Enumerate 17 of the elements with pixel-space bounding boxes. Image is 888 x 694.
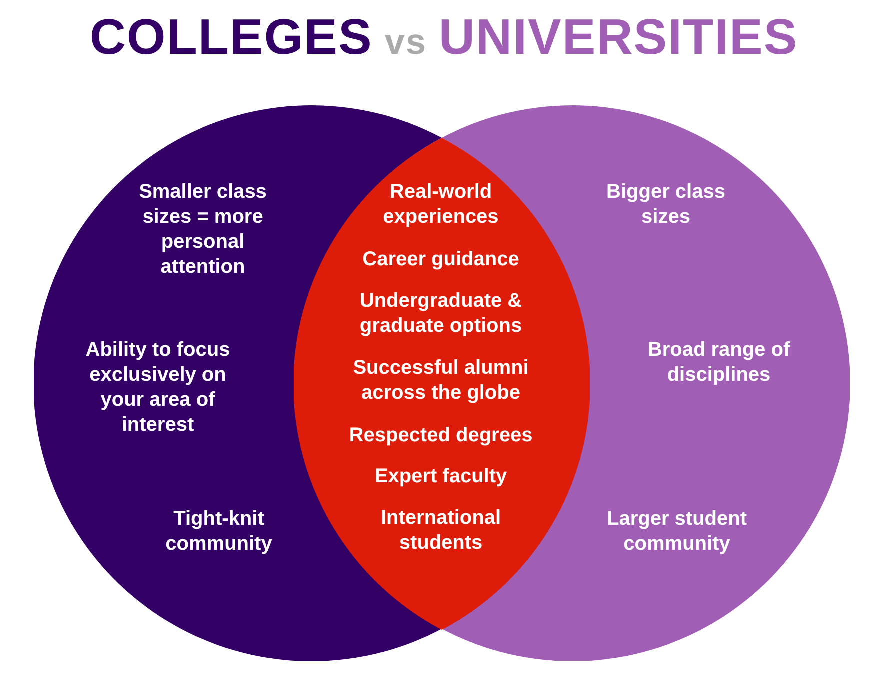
venn-item-text: Undergraduate & graduate options: [358, 289, 524, 339]
venn-item-text: International students: [380, 506, 502, 556]
venn-item-text: Career guidance: [362, 248, 520, 272]
venn-item-text: Respected degrees: [348, 424, 534, 448]
title-word: UNIVERSITIES: [438, 9, 798, 65]
venn-item-text: Broad range of disciplines: [646, 338, 792, 388]
overlap-lens: [294, 138, 590, 630]
venn-item-text: Expert faculty: [374, 464, 508, 490]
venn-item-text: Bigger class sizes: [606, 180, 726, 230]
venn-item-text: Larger student community: [606, 507, 748, 557]
venn-item-text: Successful alumni across the globe: [352, 356, 530, 406]
venn-item-text: Smaller class sizes = more personal attention: [138, 180, 268, 280]
title-word: vs: [384, 21, 427, 62]
venn-item-text: Ability to focus exclusively on your area of interest: [84, 338, 232, 438]
venn-item-text: Real-world experiences: [382, 180, 500, 230]
title-word: COLLEGES: [90, 9, 373, 65]
venn-item-text: Tight-knit community: [164, 507, 274, 557]
